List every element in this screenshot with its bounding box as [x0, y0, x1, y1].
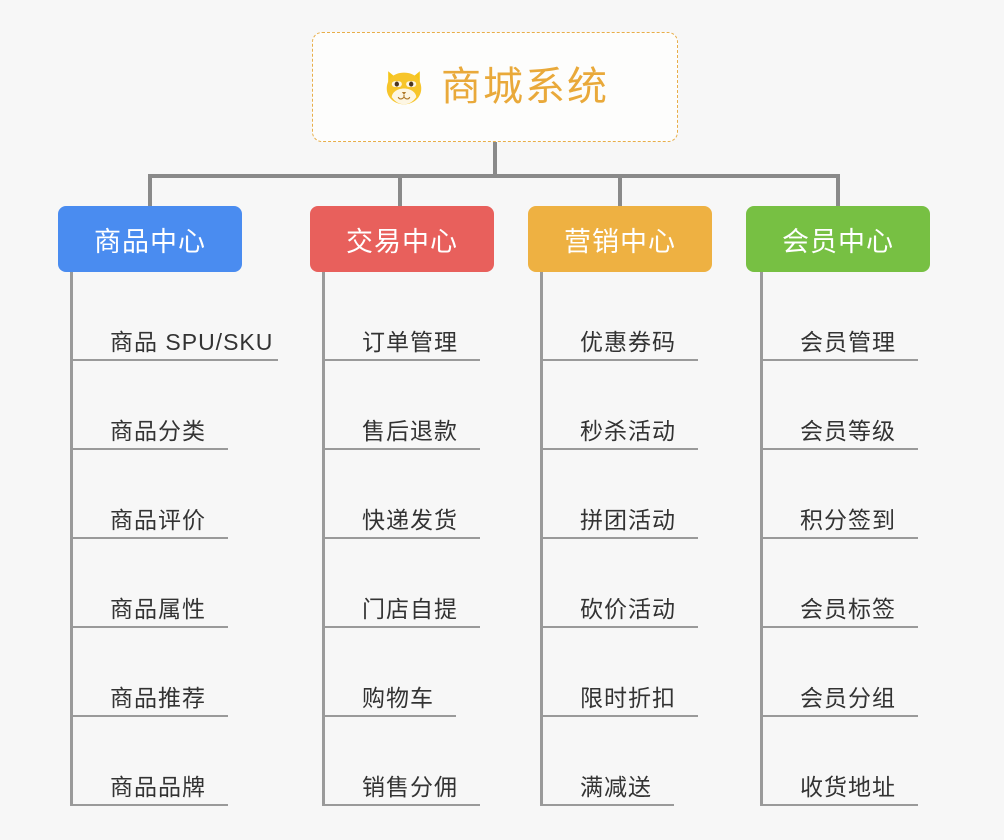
leaf-item[interactable]: 积分签到 [760, 450, 920, 539]
leaf-item[interactable]: 商品属性 [70, 539, 282, 628]
leaf-label: 商品分类 [110, 418, 206, 445]
connector-drop-2 [398, 174, 402, 208]
leaf-column-1: 商品 SPU/SKU 商品分类 商品评价 商品属性 商品推荐 商品品牌 [70, 272, 282, 806]
leaf-label: 满减送 [580, 774, 652, 801]
leaf-underline [540, 715, 698, 717]
leaf-label: 积分签到 [800, 507, 896, 534]
category-box-2[interactable]: 交易中心 [310, 206, 494, 272]
leaf-label: 售后退款 [362, 418, 458, 445]
leaf-label: 商品 SPU/SKU [110, 329, 274, 356]
connector-root-stem [493, 142, 497, 176]
leaf-label: 限时折扣 [580, 685, 676, 712]
leaf-item[interactable]: 会员等级 [760, 361, 920, 450]
shiba-dog-icon [386, 71, 422, 105]
leaf-item[interactable]: 优惠券码 [540, 272, 700, 361]
leaf-label: 收货地址 [800, 774, 896, 801]
leaf-underline [322, 359, 480, 361]
leaf-underline [322, 715, 456, 717]
leaf-underline [322, 804, 480, 806]
leaf-label: 订单管理 [362, 329, 458, 356]
leaf-item[interactable]: 门店自提 [322, 539, 482, 628]
leaf-item[interactable]: 收货地址 [760, 717, 920, 806]
leaf-item[interactable]: 商品 SPU/SKU [70, 272, 282, 361]
leaf-underline [70, 715, 228, 717]
leaf-label: 优惠券码 [580, 329, 676, 356]
category-box-3[interactable]: 营销中心 [528, 206, 712, 272]
leaf-spine-4 [760, 272, 763, 806]
leaf-column-3: 优惠券码 秒杀活动 拼团活动 砍价活动 限时折扣 满减送 [540, 272, 700, 806]
root-node[interactable]: 商城系统 [312, 32, 678, 142]
leaf-item[interactable]: 限时折扣 [540, 628, 700, 717]
leaf-label: 商品评价 [110, 507, 206, 534]
leaf-underline [540, 448, 698, 450]
leaf-item[interactable]: 订单管理 [322, 272, 482, 361]
leaf-underline [70, 626, 228, 628]
leaf-underline [322, 448, 480, 450]
connector-drop-4 [836, 174, 840, 208]
leaf-label: 会员标签 [800, 596, 896, 623]
leaf-label: 拼团活动 [580, 507, 676, 534]
leaf-item[interactable]: 销售分佣 [322, 717, 482, 806]
leaf-label: 商品属性 [110, 596, 206, 623]
leaf-item[interactable]: 购物车 [322, 628, 482, 717]
leaf-underline [70, 448, 228, 450]
leaf-underline [760, 537, 918, 539]
leaf-spine-1 [70, 272, 73, 806]
leaf-label: 商品品牌 [110, 774, 206, 801]
leaf-underline [540, 359, 698, 361]
connector-drop-3 [618, 174, 622, 208]
leaf-label: 秒杀活动 [580, 418, 676, 445]
leaf-label: 门店自提 [362, 596, 458, 623]
leaf-underline [70, 804, 228, 806]
leaf-underline [760, 804, 918, 806]
leaf-item[interactable]: 商品品牌 [70, 717, 282, 806]
leaf-label: 购物车 [362, 685, 434, 712]
leaf-label: 快递发货 [362, 507, 458, 534]
leaf-underline [760, 626, 918, 628]
leaf-label: 会员分组 [800, 685, 896, 712]
leaf-item[interactable]: 商品评价 [70, 450, 282, 539]
leaf-underline [540, 537, 698, 539]
connector-drop-1 [148, 174, 152, 208]
leaf-item[interactable]: 商品推荐 [70, 628, 282, 717]
leaf-item[interactable]: 会员标签 [760, 539, 920, 628]
leaf-item[interactable]: 商品分类 [70, 361, 282, 450]
leaf-item[interactable]: 会员管理 [760, 272, 920, 361]
leaf-underline [540, 626, 698, 628]
leaf-item[interactable]: 售后退款 [322, 361, 482, 450]
category-title-1: 商品中心 [94, 226, 206, 257]
leaf-label: 商品推荐 [110, 685, 206, 712]
leaf-item[interactable]: 满减送 [540, 717, 700, 806]
category-box-1[interactable]: 商品中心 [58, 206, 242, 272]
leaf-item[interactable]: 秒杀活动 [540, 361, 700, 450]
leaf-underline [70, 359, 278, 361]
leaf-underline [70, 537, 228, 539]
leaf-item[interactable]: 会员分组 [760, 628, 920, 717]
leaf-underline [760, 715, 918, 717]
leaf-item[interactable]: 快递发货 [322, 450, 482, 539]
category-title-3: 营销中心 [564, 226, 676, 257]
leaf-underline [760, 448, 918, 450]
leaf-spine-3 [540, 272, 543, 806]
leaf-column-2: 订单管理 售后退款 快递发货 门店自提 购物车 销售分佣 [322, 272, 482, 806]
leaf-item[interactable]: 砍价活动 [540, 539, 700, 628]
category-box-4[interactable]: 会员中心 [746, 206, 930, 272]
leaf-underline [322, 626, 480, 628]
leaf-label: 销售分佣 [362, 774, 458, 801]
leaf-underline [540, 804, 674, 806]
leaf-underline [760, 359, 918, 361]
leaf-label: 会员等级 [800, 418, 896, 445]
leaf-label: 会员管理 [800, 329, 896, 356]
leaf-column-4: 会员管理 会员等级 积分签到 会员标签 会员分组 收货地址 [760, 272, 920, 806]
connector-horizontal-bus [148, 174, 840, 178]
category-title-2: 交易中心 [346, 226, 458, 257]
leaf-spine-2 [322, 272, 325, 806]
category-title-4: 会员中心 [782, 226, 894, 257]
leaf-item[interactable]: 拼团活动 [540, 450, 700, 539]
root-title: 商城系统 [441, 65, 609, 109]
leaf-label: 砍价活动 [580, 596, 676, 623]
leaf-underline [322, 537, 480, 539]
